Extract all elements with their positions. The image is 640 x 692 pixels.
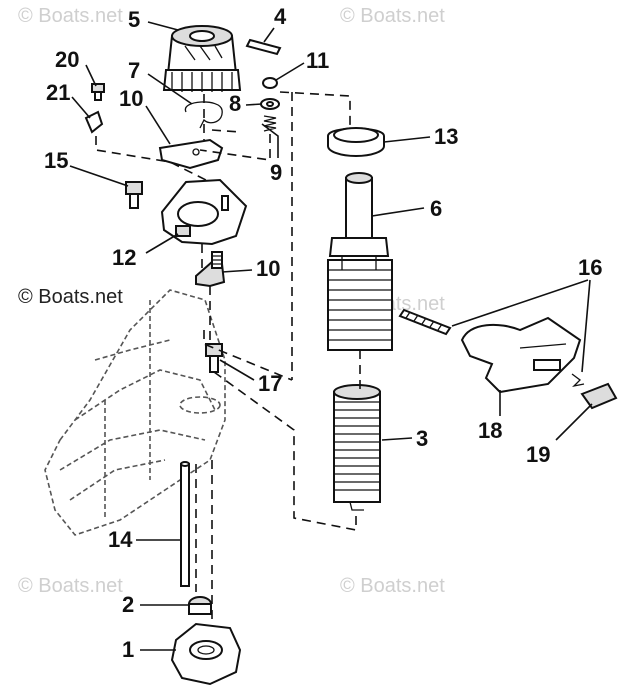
- callout-1: 1: [122, 637, 134, 662]
- watermark-bottom-right: © Boats.net: [340, 575, 445, 597]
- starter-handle: [460, 316, 582, 394]
- spring-clip: [184, 101, 223, 129]
- rewind-spring: [333, 384, 381, 511]
- callout-8: 8: [229, 91, 241, 116]
- callout-7: 7: [128, 58, 140, 83]
- bushing: [327, 127, 385, 157]
- assembly-lines: [95, 91, 361, 624]
- leader-lines: [69, 21, 593, 651]
- callout-16: 16: [578, 255, 602, 280]
- roll-pin: [245, 38, 282, 56]
- bolt: [125, 181, 143, 209]
- callout-10-top: 10: [119, 86, 143, 111]
- callout-numbers: 5 4 7 11 8 9 20 21 10 15 12 10 17 13 6 3…: [44, 4, 602, 662]
- rewind-spindle: [327, 172, 393, 351]
- callout-9: 9: [270, 160, 282, 185]
- pinion-gear: [162, 25, 242, 92]
- callout-5: 5: [128, 7, 140, 32]
- callout-11: 11: [306, 48, 329, 73]
- callout-19: 19: [526, 442, 550, 467]
- watermark-top-left: © Boats.net: [18, 5, 123, 27]
- screw-17: [205, 343, 223, 373]
- bottom-bracket: [170, 622, 242, 686]
- small-spring: [263, 115, 277, 132]
- watermark-bottom-left: © Boats.net: [18, 575, 123, 597]
- plunger-knob: [195, 251, 226, 288]
- mounting-plate: [160, 178, 248, 246]
- starter-rope: [398, 308, 585, 388]
- callout-3: 3: [416, 426, 428, 451]
- screw-small: [91, 83, 105, 101]
- callout-20: 20: [55, 47, 79, 72]
- rod: [180, 461, 190, 587]
- callout-6: 6: [430, 196, 442, 221]
- callout-10-lower: 10: [256, 256, 280, 281]
- callout-21: 21: [46, 80, 70, 105]
- watermark-top-right: © Boats.net: [340, 5, 445, 27]
- retaining-ring: [262, 77, 278, 89]
- callout-18: 18: [478, 418, 502, 443]
- housing-ghost: [44, 289, 226, 536]
- handle-insert: [580, 382, 618, 410]
- grommet: [188, 596, 212, 615]
- washer: [260, 98, 280, 110]
- callout-17: 17: [258, 371, 282, 396]
- callout-15: 15: [44, 148, 68, 173]
- callout-13: 13: [434, 124, 458, 149]
- callout-14: 14: [108, 527, 133, 552]
- callout-2: 2: [122, 592, 134, 617]
- callout-12: 12: [112, 245, 136, 270]
- watermark-mid-left: © Boats.net: [18, 286, 123, 308]
- callout-4: 4: [274, 4, 287, 29]
